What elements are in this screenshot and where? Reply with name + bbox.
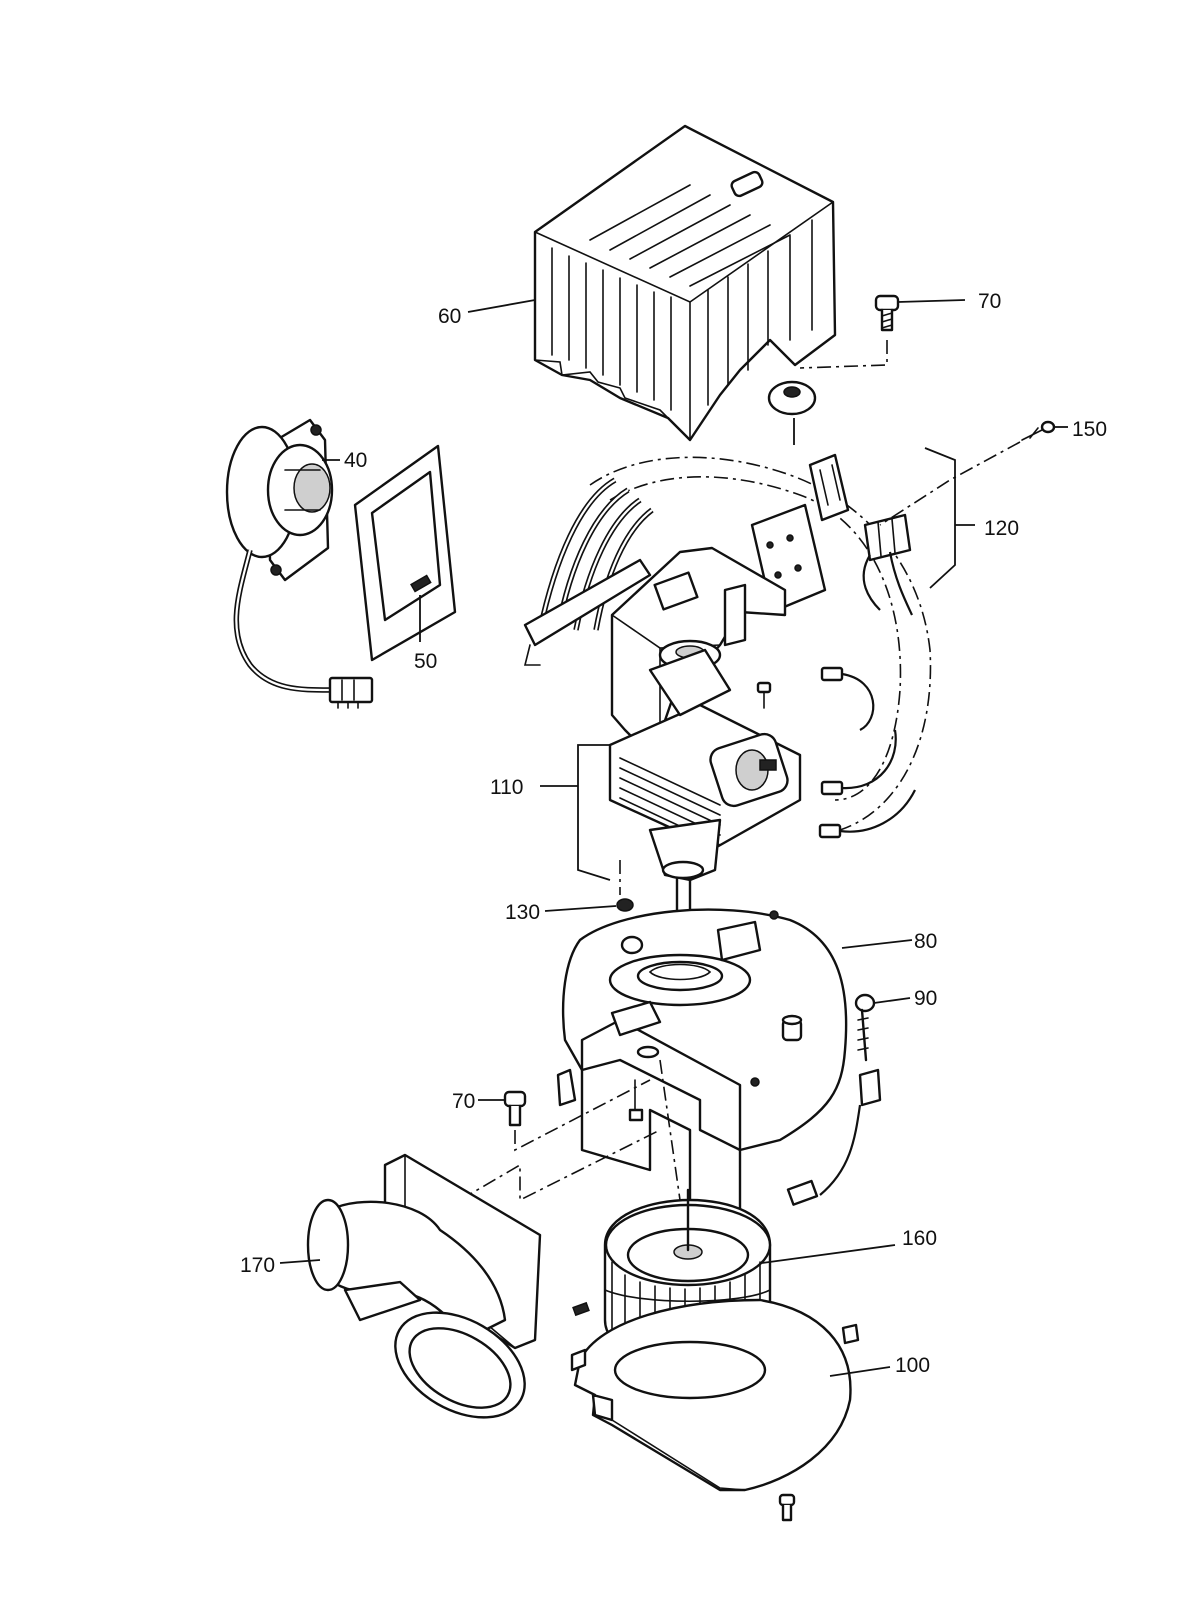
part-labels: 60 70 40 150 120 50 110 130 80 90 70 160…: [240, 290, 1107, 1377]
label-70-top: 70: [978, 290, 1001, 313]
label-90: 90: [914, 987, 937, 1010]
part-100-base-plate[interactable]: [570, 1298, 891, 1522]
label-120: 120: [984, 517, 1019, 540]
cover-top-vents: [589, 184, 791, 287]
cover-front-ribs: [551, 247, 672, 411]
label-70-bottom: 70: [452, 1090, 475, 1113]
label-50: 50: [414, 650, 437, 673]
part-120-wiring-harness[interactable]: [523, 447, 975, 839]
label-40: 40: [344, 449, 367, 472]
label-80: 80: [914, 930, 937, 953]
part-130-grommet[interactable]: [544, 860, 634, 912]
label-130: 130: [505, 901, 540, 924]
label-160: 160: [902, 1227, 937, 1250]
label-100: 100: [895, 1354, 930, 1377]
part-40-thermostat[interactable]: [225, 418, 374, 709]
part-70-screw-top[interactable]: [799, 294, 900, 369]
part-70-screw-bottom[interactable]: [459, 1079, 661, 1202]
label-110: 110: [490, 776, 523, 799]
label-60: 60: [438, 305, 461, 328]
part-50-gasket[interactable]: [353, 444, 457, 662]
part-110-motor[interactable]: [540, 546, 802, 942]
part-170-elbow-duct[interactable]: [279, 1153, 543, 1439]
label-150: 150: [1072, 418, 1107, 441]
part-60-cover[interactable]: [533, 124, 837, 445]
cover-side-ribs: [707, 219, 813, 406]
part-80-blower-housing[interactable]: [556, 908, 913, 1252]
label-170: 170: [240, 1254, 275, 1277]
part-90-screw[interactable]: [854, 993, 911, 1062]
part-150-screw[interactable]: [879, 420, 1068, 526]
